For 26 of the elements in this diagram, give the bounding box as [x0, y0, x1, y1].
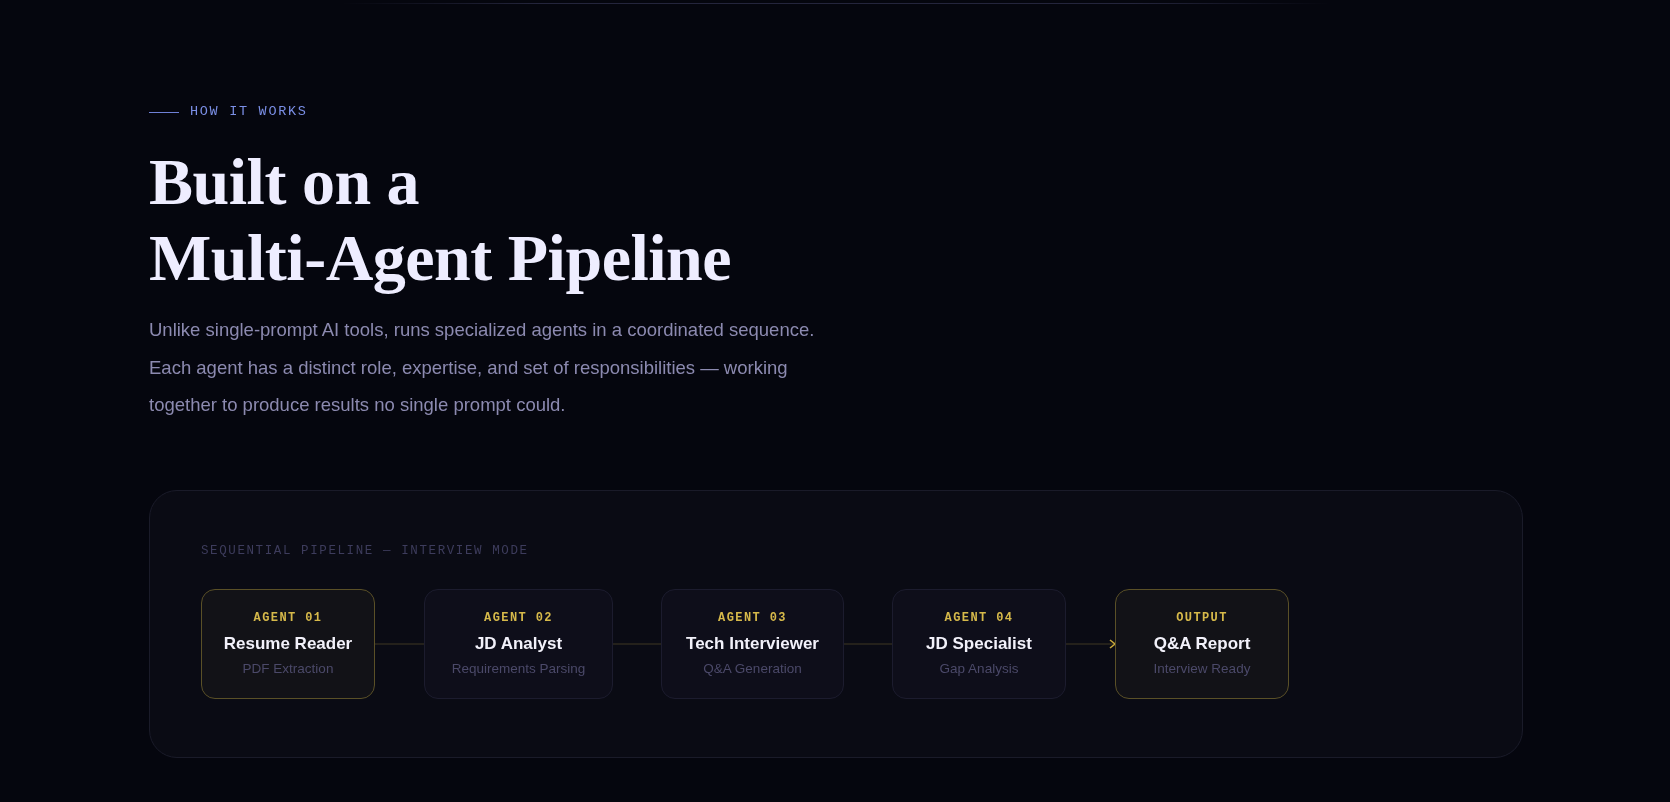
pipeline-panel [149, 490, 1523, 758]
eyebrow-label: HOW IT WORKS [190, 103, 308, 121]
agent-card [892, 589, 1066, 699]
agent-card [661, 589, 844, 699]
agent-card [201, 589, 375, 699]
agent-task: Q&A Generation [703, 660, 802, 678]
agent-tag: AGENT 03 [718, 610, 787, 626]
agent-name: Tech Interviewer [686, 633, 819, 655]
agent-card [424, 589, 613, 699]
intro-paragraph: Unlike single-prompt AI tools, runs specialized agents in a coordinated sequence. Each agent has a distinct role, expertise, and set of responsibilities — working together to produce results no single prompt could. [149, 318, 816, 417]
section-title: Built on a Multi-Agent Pipeline [149, 144, 733, 296]
agent-name: JD Analyst [474, 633, 563, 655]
agent-name: Q&A Report [1153, 633, 1251, 655]
agent-name: JD Specialist [926, 633, 1032, 655]
agent-tag: AGENT 04 [944, 610, 1014, 626]
agent-name: Resume Reader [223, 633, 353, 655]
agent-task: Interview Ready [1153, 660, 1251, 678]
pipeline-label: SEQUENTIAL PIPELINE — INTERVIEW MODE [201, 543, 529, 559]
agent-tag: OUTPUT [1176, 610, 1228, 626]
agent-tag: AGENT 02 [484, 610, 553, 626]
agent-tag: AGENT 01 [253, 610, 323, 626]
agent-task: Requirements Parsing [451, 660, 586, 678]
agent-task: PDF Extraction [242, 660, 334, 678]
agent-card [1115, 589, 1289, 699]
arrow [1065, 639, 1116, 649]
agent-task: Gap Analysis [939, 660, 1019, 678]
